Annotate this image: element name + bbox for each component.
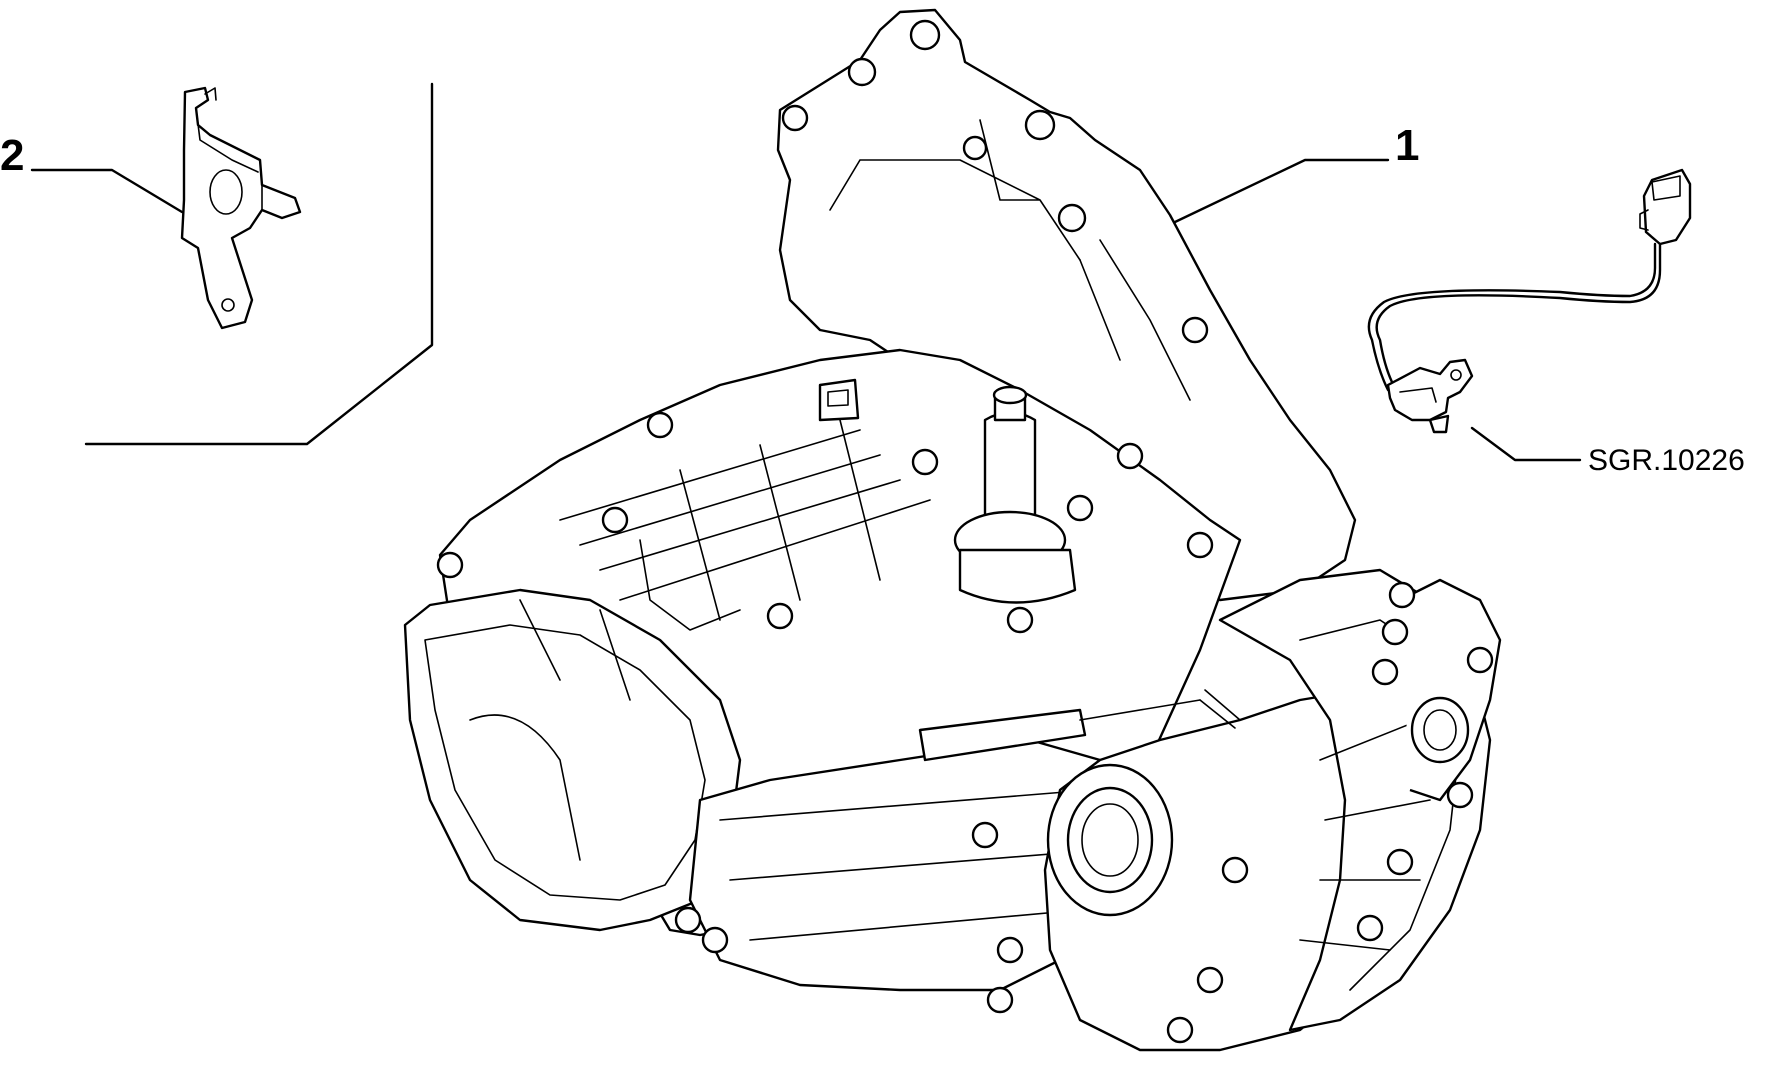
speed-sensor-with-cable[interactable] <box>1367 168 1692 434</box>
callout-1-leader <box>1173 158 1390 224</box>
part-2-separator-line <box>84 82 434 446</box>
bracket-part-2[interactable] <box>180 86 302 330</box>
callout-1: 1 <box>1173 121 1419 224</box>
callout-1-label: 1 <box>1395 121 1419 170</box>
callout-2-leader <box>30 168 184 214</box>
callout-2: 2 <box>0 131 184 214</box>
callout-2-label: 2 <box>0 131 24 180</box>
mounting-flange <box>776 8 1357 602</box>
gearbox-assembly-part-1[interactable] <box>403 8 1502 1052</box>
drawing-reference-code: SGR.10226 <box>1588 444 1745 477</box>
reference-leader <box>1470 426 1582 462</box>
reference-callout: SGR.10226 <box>1470 426 1745 477</box>
